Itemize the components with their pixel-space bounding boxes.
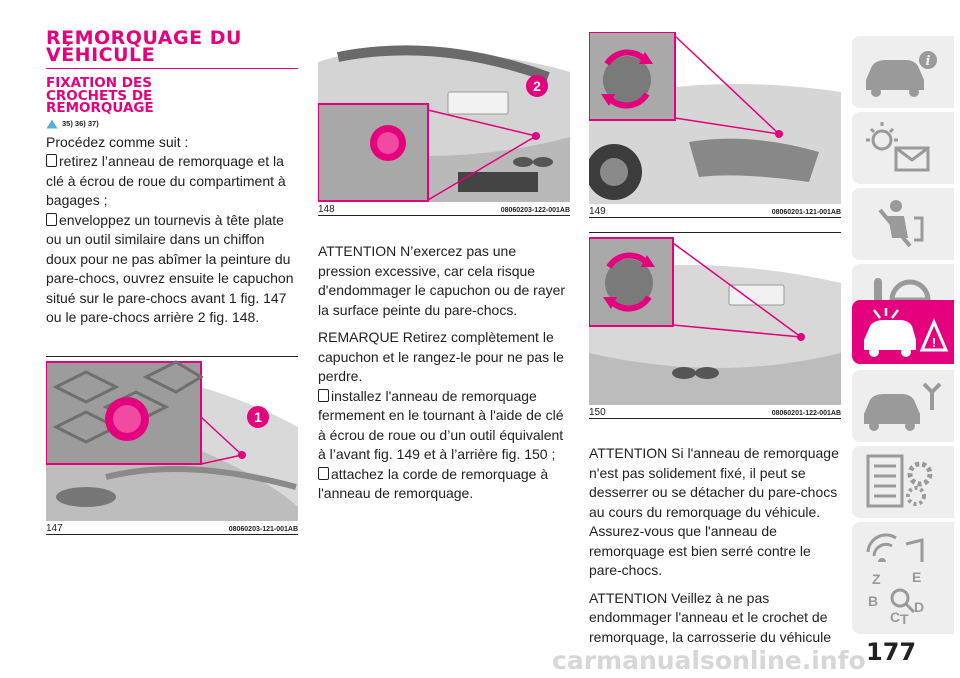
sidebar-tab-car-info[interactable]: i	[852, 36, 954, 108]
section-title: FIXATION DES CROCHETS DE REMORQUAGE	[46, 75, 154, 116]
sidebar-tab-emergency[interactable]: !	[852, 300, 954, 364]
attention-ring-secure: ATTENTION Si l'anneau de remorquage n'es…	[589, 445, 839, 578]
svg-text:!: !	[932, 335, 936, 350]
figure-149-caption: 149 08060201-121-001AB	[589, 206, 841, 217]
title-rule	[46, 68, 298, 69]
column-2-text: ATTENTION N’exercez pas une pression exc…	[318, 242, 570, 504]
figure-148-caption: 148 08060203-122-001AB	[318, 204, 570, 215]
bullet-icon	[46, 212, 57, 226]
figure-147-caption: 147 08060203-121-001AB	[46, 523, 298, 534]
figure-150: 150 08060201-122-001AB	[589, 232, 841, 419]
figure-147: 1 147 08060203-121-001AB	[46, 356, 298, 535]
page-title: REMORQUAGE DU VÉHICULE	[46, 27, 242, 66]
emergency-icon: !	[864, 308, 949, 357]
svg-text:B: B	[868, 593, 878, 609]
bullet-icon	[318, 466, 329, 480]
step-3: installez l'anneau de remorquage fermeme…	[318, 387, 564, 462]
warning-lights-icon	[866, 122, 930, 172]
callout-2: 2	[533, 78, 541, 94]
car-info-icon: i	[866, 51, 937, 97]
intro-text: Procédez comme suit :	[46, 133, 189, 150]
sidebar-tab-maintenance[interactable]	[852, 370, 954, 442]
specifications-icon	[866, 454, 933, 508]
svg-text:C: C	[890, 609, 900, 625]
warning-refs: 35) 36) 37)	[46, 119, 298, 129]
remarque: REMARQUE Retirez complètement le capucho…	[318, 329, 564, 384]
svg-text:i: i	[926, 54, 931, 69]
svg-text:T: T	[900, 611, 909, 627]
svg-text:Z: Z	[872, 571, 881, 587]
safety-icon	[878, 200, 924, 248]
maintenance-icon	[864, 382, 942, 431]
figure-149-image	[589, 32, 841, 204]
sidebar-tab-specifications[interactable]	[852, 446, 954, 518]
step-2: enveloppez un tournevis à tête plate ou …	[46, 211, 294, 325]
attention-damage: ATTENTION Veillez à ne pas endommager l'…	[589, 589, 832, 645]
bullet-icon	[318, 388, 329, 402]
column-3-text: ATTENTION Si l'anneau de remorquage n'es…	[589, 444, 841, 647]
step-4: attachez la corde de remorquage à l'anne…	[318, 465, 549, 501]
attention-pressure: ATTENTION N’exercez pas une pression exc…	[318, 243, 566, 318]
svg-text:D: D	[914, 599, 924, 615]
figure-147-image: 1	[46, 357, 298, 521]
page-number: 177	[866, 638, 917, 666]
figure-150-image	[589, 233, 841, 405]
figure-150-caption: 150 08060201-122-001AB	[589, 407, 841, 418]
sidebar-tab-safety[interactable]	[852, 188, 954, 260]
svg-text:E: E	[912, 569, 921, 585]
figure-148-image: 2	[318, 32, 570, 202]
step-1: retirez l’anneau de remorquage et la clé…	[46, 153, 286, 208]
sidebar-tab-warning-lights[interactable]	[852, 112, 954, 184]
footer-watermark: carmanualsonline.info	[552, 646, 866, 675]
figure-148: 2 148 08060203-122-001AB	[318, 32, 570, 216]
warning-triangle-icon	[46, 119, 58, 128]
callout-1: 1	[254, 409, 262, 425]
figure-149: 149 08060201-121-001AB	[589, 32, 841, 218]
bullet-icon	[46, 154, 57, 167]
index-icon: Z E B CDT	[868, 569, 924, 627]
column-1: REMORQUAGE DU VÉHICULE FIXATION DES CROC…	[46, 27, 298, 328]
